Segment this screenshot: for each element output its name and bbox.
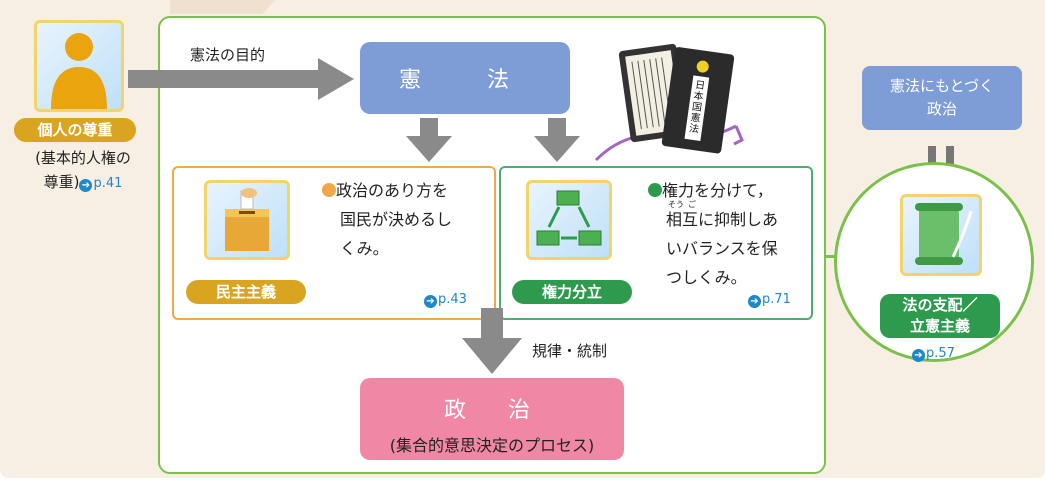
ref-text-p41: p.41 bbox=[93, 176, 123, 191]
minshu-desc-line2: 国民が決めるし bbox=[340, 210, 453, 229]
rikken-box-line1: 憲法にもとづく bbox=[889, 77, 995, 95]
book-label: 日本国憲法 bbox=[688, 80, 706, 136]
scroll-quill-icon bbox=[900, 194, 982, 276]
kenpo-box: 憲 法 bbox=[360, 42, 570, 114]
separation-of-powers-icon bbox=[526, 180, 612, 260]
rule-of-law-line2: 立憲主義 bbox=[909, 317, 970, 335]
kihonteki-note-line2: 尊重) bbox=[43, 173, 80, 191]
ref-text-p43: p.43 bbox=[438, 292, 467, 307]
kenryoku-desc-line3: いバランスを保 bbox=[666, 239, 778, 258]
ref-link-p71[interactable]: ➔p.71 bbox=[748, 292, 791, 308]
kenryoku-desc: 権力を分けて， そう ご 相互に抑制しあ いバランスを保 つしくみ。 bbox=[648, 176, 778, 292]
ref-text-p71: p.71 bbox=[762, 292, 791, 307]
kenryoku-desc-line1: 権力を分けて， bbox=[662, 181, 773, 200]
kenryoku-desc-line2: 相互に抑制しあ bbox=[666, 210, 779, 229]
orange-bullet-icon bbox=[322, 183, 336, 197]
kihonteki-note: (基本的人権の 尊重)➔p.41 bbox=[28, 146, 138, 196]
equals-bar-right bbox=[946, 146, 954, 172]
ref-link-p57[interactable]: ➔p.57 bbox=[912, 346, 955, 362]
ref-arrow-icon: ➔ bbox=[79, 179, 93, 192]
ruby-go: ご bbox=[688, 200, 696, 209]
ref-text-p57: p.57 bbox=[926, 346, 955, 361]
purpose-arrow-icon bbox=[128, 58, 354, 100]
constitution-book-icon: 日本国憲法 bbox=[594, 43, 744, 162]
minshu-desc-line3: くみ。 bbox=[340, 239, 389, 258]
minshu-desc: 政治のあり方を 国民が決めるし くみ。 bbox=[322, 176, 452, 263]
minshu-pill: 民主主義 bbox=[186, 280, 306, 304]
ref-link-p43[interactable]: ➔p.43 bbox=[424, 292, 467, 308]
ref-arrow-icon: ➔ bbox=[424, 295, 437, 308]
kenryoku-desc-line1-row: 権力を分けて， bbox=[648, 176, 778, 205]
ref-link-p41[interactable]: ➔p.41 bbox=[79, 176, 123, 192]
seiji-box: 政 治 (集合的意思決定のプロセス) bbox=[360, 378, 624, 460]
seiji-title: 政 治 bbox=[443, 398, 540, 423]
ref-arrow-icon: ➔ bbox=[748, 295, 761, 308]
tab-shade bbox=[170, 0, 275, 14]
kojin-pill: 個人の尊重 bbox=[14, 118, 136, 142]
rule-of-law-pill: 法の支配／ 立憲主義 bbox=[880, 294, 1000, 338]
minshu-desc-line1-row: 政治のあり方を bbox=[322, 176, 452, 205]
seiji-subtitle: (集合的意思決定のプロセス) bbox=[389, 436, 595, 455]
green-bullet-icon bbox=[648, 183, 662, 197]
kihonteki-note-line1: (基本的人権の bbox=[35, 149, 131, 167]
kenryoku-desc-line4: つしくみ。 bbox=[666, 268, 747, 287]
rikken-box: 憲法にもとづく 政治 bbox=[862, 66, 1022, 130]
down-arrow-icon bbox=[406, 118, 452, 162]
equals-bar-left bbox=[928, 146, 936, 172]
rule-of-law-line1: 法の支配／ bbox=[902, 296, 978, 314]
rikken-box-line2: 政治 bbox=[926, 100, 957, 118]
down-arrow-icon bbox=[534, 118, 580, 162]
purpose-label: 憲法の目的 bbox=[190, 46, 266, 64]
minshu-desc-line1: 政治のあり方を bbox=[336, 181, 449, 200]
kenryoku-desc-line2-row: そう ご 相互に抑制しあ bbox=[648, 201, 779, 234]
regulation-label: 規律・統制 bbox=[532, 342, 608, 360]
person-icon bbox=[34, 20, 124, 112]
kihonteki-note-line2-row: 尊重)➔p.41 bbox=[28, 170, 138, 196]
regulation-arrow-icon bbox=[462, 308, 522, 374]
kenryoku-pill: 権力分立 bbox=[512, 280, 632, 304]
connector-line bbox=[826, 255, 836, 258]
ruby-so: そう bbox=[668, 200, 684, 209]
ballot-box-icon bbox=[204, 180, 290, 260]
ref-arrow-icon: ➔ bbox=[912, 349, 925, 362]
